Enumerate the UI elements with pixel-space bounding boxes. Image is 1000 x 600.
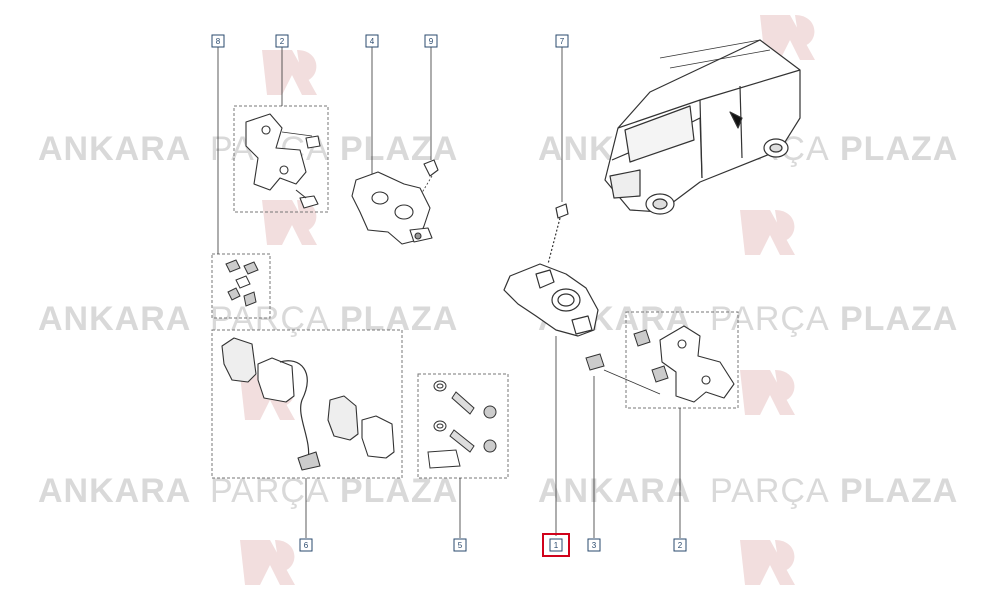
guide-kit-group-box bbox=[417, 373, 509, 479]
watermark-row: ANKARA PARÇA PLAZA bbox=[538, 300, 958, 338]
watermark-word: ANKARA bbox=[538, 472, 691, 510]
van-illustration bbox=[604, 39, 801, 215]
callout-label: 7 bbox=[560, 37, 565, 46]
watermark-logo bbox=[740, 210, 795, 255]
callout-3[interactable]: 3 bbox=[587, 538, 601, 552]
callout-label: 9 bbox=[429, 37, 434, 46]
watermark-word: PLAZA bbox=[840, 472, 958, 510]
callout-2-upper[interactable]: 2 bbox=[275, 34, 289, 48]
bracket-group-box-right bbox=[625, 311, 739, 409]
callout-5[interactable]: 5 bbox=[453, 538, 467, 552]
callout-1-highlighted[interactable]: 1 bbox=[542, 533, 570, 557]
watermark-word: PLAZA bbox=[840, 300, 958, 338]
brake-pads bbox=[221, 337, 395, 471]
watermark-logo bbox=[262, 200, 317, 245]
caliper-bolt bbox=[585, 329, 669, 383]
caliper-bracket-lower bbox=[659, 325, 735, 403]
watermark-logos bbox=[240, 15, 815, 585]
callout-4[interactable]: 4 bbox=[365, 34, 379, 48]
watermark-word: ANKARA bbox=[38, 472, 191, 510]
highlight-box bbox=[542, 533, 570, 557]
watermark-logo bbox=[262, 50, 317, 95]
callout-label: 2 bbox=[280, 37, 285, 46]
callout-6[interactable]: 6 bbox=[299, 538, 313, 552]
watermark-row: ANKARA PARÇA PLAZA bbox=[38, 300, 458, 338]
watermark-word: PARÇA bbox=[710, 300, 830, 338]
callout-label: 6 bbox=[304, 541, 309, 550]
watermark-texts: ANKARA PARÇA PLAZA ANKARA PARÇA PLAZA AN… bbox=[38, 130, 958, 510]
watermark-word: ANKARA bbox=[38, 130, 191, 168]
caliper-upper bbox=[351, 159, 439, 245]
watermark-word: PARÇA bbox=[710, 472, 830, 510]
callout-label: 5 bbox=[458, 541, 463, 550]
group-boxes bbox=[211, 105, 739, 479]
callout-label: 2 bbox=[678, 541, 683, 550]
callout-label: 1 bbox=[554, 541, 559, 550]
watermark-word: PARÇA bbox=[210, 300, 330, 338]
brake-clips bbox=[225, 259, 259, 307]
watermark-word: ANKARA bbox=[38, 300, 191, 338]
watermark-row: ANKARA PARÇA PLAZA bbox=[538, 472, 958, 510]
callout-8[interactable]: 8 bbox=[211, 34, 225, 48]
caliper-bracket-upper bbox=[245, 113, 321, 209]
pads-group-box bbox=[211, 329, 403, 479]
callout-label: 8 bbox=[216, 37, 221, 46]
caliper-main bbox=[503, 203, 599, 337]
callouts: 8 2 4 9 7 6 5 1 bbox=[211, 34, 687, 557]
callout-9[interactable]: 9 bbox=[424, 34, 438, 48]
callout-7[interactable]: 7 bbox=[555, 34, 569, 48]
watermark-logo bbox=[760, 15, 815, 60]
watermark-word: PLAZA bbox=[340, 130, 458, 168]
van-location-arrow bbox=[729, 111, 743, 129]
callout-label: 3 bbox=[592, 541, 597, 550]
leader-lines bbox=[217, 47, 681, 538]
callout-label: 4 bbox=[370, 37, 375, 46]
clips-group-box bbox=[211, 253, 271, 319]
bracket-group-box-left bbox=[233, 105, 329, 213]
guide-pin-kit bbox=[427, 380, 497, 469]
callout-2-lower[interactable]: 2 bbox=[673, 538, 687, 552]
watermark-logo bbox=[240, 540, 295, 585]
watermark-logo bbox=[740, 370, 795, 415]
watermark-logo bbox=[740, 540, 795, 585]
watermark-word: PLAZA bbox=[340, 300, 458, 338]
watermark-word: PLAZA bbox=[840, 130, 958, 168]
